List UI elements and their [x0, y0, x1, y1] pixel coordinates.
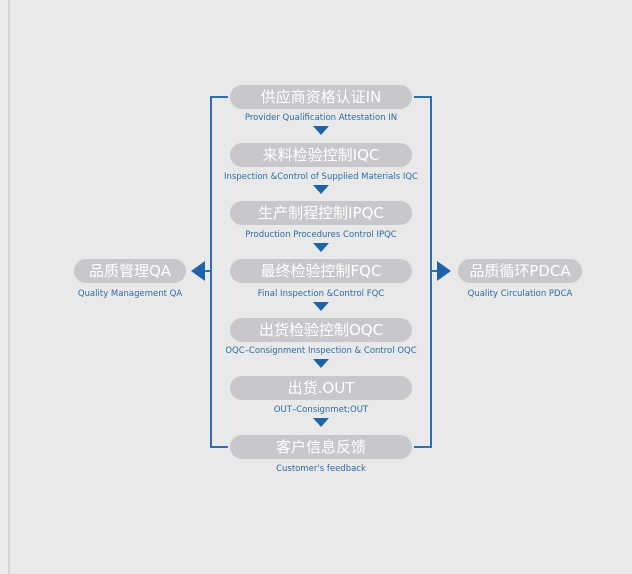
step-customer-feedback: 客户信息反馈: [230, 435, 412, 459]
down-arrow-5: [313, 359, 329, 368]
step-customer-feedback-sub: Customer's feedback: [276, 464, 366, 474]
node-quality-circulation: 品质循环PDCA: [458, 259, 582, 283]
step-oqc: 出货检验控制OQC: [230, 318, 412, 342]
right-bracket: [414, 96, 432, 448]
step-out-sub: OUT–Consignmet;OUT: [273, 405, 369, 415]
step-fqc: 最终检验控制FQC: [230, 259, 412, 283]
step-ipqc: 生产制程控制IPQC: [230, 201, 412, 225]
right-arrow: [437, 261, 451, 281]
step-iqc-sub: Inspection &Control of Supplied Material…: [224, 172, 418, 182]
node-quality-circulation-sub: Quality Circulation PDCA: [467, 289, 573, 299]
down-arrow-1: [313, 126, 329, 135]
step-iqc: 来料检验控制IQC: [230, 143, 412, 167]
step-ipqc-sub: Production Procedures Control IPQC: [245, 230, 397, 240]
node-quality-management: 品质管理QA: [74, 259, 186, 283]
down-arrow-3: [313, 243, 329, 252]
left-margin-bar: [0, 0, 10, 574]
step-supplier-qualification: 供应商资格认证IN: [230, 85, 412, 109]
step-supplier-qualification-sub: Provider Qualification Attestation IN: [244, 113, 398, 123]
down-arrow-4: [313, 302, 329, 311]
node-quality-management-sub: Quality Management QA: [77, 289, 183, 299]
step-out: 出货.OUT: [230, 376, 412, 400]
down-arrow-2: [313, 185, 329, 194]
step-fqc-sub: Final Inspection &Control FQC: [257, 289, 385, 299]
down-arrow-6: [313, 418, 329, 427]
left-bracket: [210, 96, 228, 448]
left-arrow: [191, 261, 205, 281]
step-oqc-sub: OQC–Consignment Inspection & Control OQC: [225, 346, 417, 356]
